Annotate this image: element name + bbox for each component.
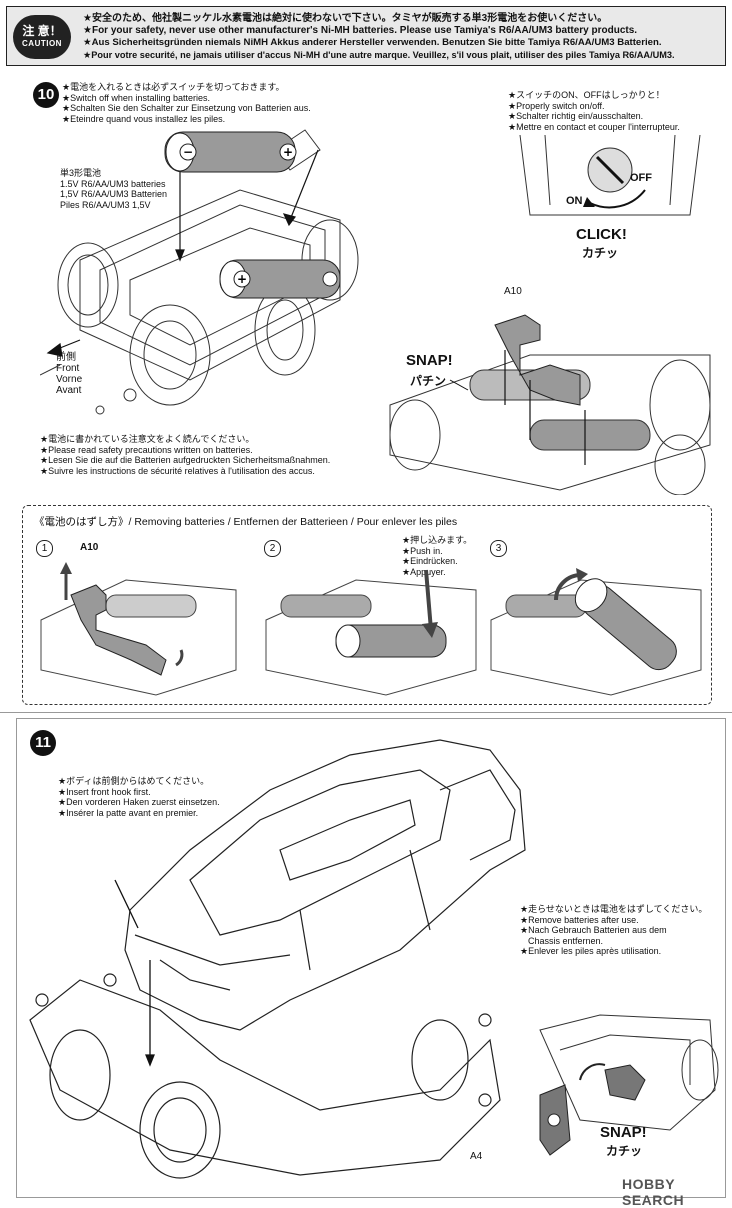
section-divider <box>0 712 732 713</box>
step11-snap-label: SNAP! <box>600 1124 647 1141</box>
switch-note: ★スイッチのON、OFFはしっかりと！ ★Properly switch on/… <box>508 90 680 132</box>
svg-text:+: + <box>283 145 293 159</box>
caution-line-de: ★Aus Sicherheitsgründen niemals NiMH Akk… <box>83 37 662 48</box>
push-note: ★押し込みます。 ★Push in. ★Eindrücken. ★Appuyer… <box>402 535 472 577</box>
removing-a10-label: A10 <box>80 542 99 553</box>
substep-1: 1 <box>36 540 53 557</box>
removing-steps-illustration <box>40 562 702 696</box>
battery-bottom: + <box>219 259 341 299</box>
caution-line-jp: ★安全のため、他社製ニッケル水素電池は絶対に使わないで下さい。タミヤが販売する単… <box>83 13 608 24</box>
caution-line-fr: ★Pour votre securité, ne jamais utiliser… <box>83 50 675 60</box>
remove-note: ★走らせないときは電池をはずしてください。 ★Remove batteries … <box>520 904 707 957</box>
click-label: CLICK! <box>576 226 627 243</box>
caution-badge-jp: 注 意！ <box>22 24 62 38</box>
chassis-battery-illustration: − + + <box>40 129 359 415</box>
switch-note-fr: ★Mettre en contact et couper l'interrupt… <box>508 121 680 132</box>
read-note: ★電池に書かれている注意文をよく読んでください。 ★Please read sa… <box>40 434 330 476</box>
switch-note-de: ★Schalter richtig ein/ausschalten. <box>508 111 644 121</box>
switch-note-jp: ★スイッチのON、OFFはしっかりと！ <box>508 90 665 100</box>
step11-snap-label-jp: カチッ <box>606 1144 643 1158</box>
remove-note-en: ★Remove batteries after use. <box>520 914 639 925</box>
body-note-jp: ★ボディは前側からはめてください。 <box>58 776 210 786</box>
snap-label: SNAP! <box>406 352 453 369</box>
front-label-fr: Avant <box>56 385 82 396</box>
read-note-fr: ★Suivre les instructions de sécurité rel… <box>40 465 315 476</box>
switch-illustration <box>519 135 701 216</box>
caution-line-en: ★For your safety, never use other manufa… <box>83 25 638 36</box>
body-note-de: ★Den vorderen Haken zuerst einsetzen. <box>58 797 220 807</box>
battery-label-en: 1.5V R6/AA/UM3 batteries <box>60 178 166 189</box>
watermark: HOBBY SEARCH <box>622 1176 685 1208</box>
front-label-de: Vorne <box>56 374 83 385</box>
push-note-de: ★Eindrücken. <box>402 556 458 566</box>
read-note-de: ★Lesen Sie die auf die Batterien aufgedr… <box>40 455 331 465</box>
step-10-instructions: ★電池を入れるときは必ずスイッチを切っておきます。 ★Switch off wh… <box>62 82 311 124</box>
push-note-en: ★Push in. <box>402 545 443 556</box>
a4-part-illustration <box>539 1014 719 1156</box>
body-note-fr: ★Insérer la patte avant en premier. <box>58 807 199 818</box>
front-label-en: Front <box>56 363 80 374</box>
remove-note-fr: ★Enlever les piles après utilisation. <box>520 946 662 956</box>
remove-note-de-cont: Chassis entfernen. <box>528 935 604 946</box>
step-10-instr-fr: ★Eteindre quand vous installez les piles… <box>62 113 226 124</box>
step-10-instr-de: ★Schalten Sie den Schalter zur Einsetzun… <box>62 103 311 113</box>
front-label-jp: 前側 <box>56 352 76 363</box>
caution-badge: 注 意！ CAUTION <box>13 15 71 59</box>
push-note-jp: ★押し込みます。 <box>402 535 473 545</box>
remove-note-de: ★Nach Gebrauch Batterien aus dem <box>520 925 667 935</box>
read-note-jp: ★電池に書かれている注意文をよく読んでください。 <box>40 434 255 444</box>
snap-label-jp: パチン <box>410 374 447 388</box>
on-label: ON <box>566 195 583 207</box>
battery-top: − + <box>164 131 297 173</box>
step-11-number: 11 <box>30 730 56 756</box>
body-note: ★ボディは前側からはめてください。 ★Insert front hook fir… <box>58 776 220 818</box>
step-10-instr-jp: ★電池を入れるときは必ずスイッチを切っておきます。 <box>62 82 285 92</box>
step-10-number: 10 <box>33 82 59 108</box>
caution-banner: 注 意！ CAUTION ★安全のため、他社製ニッケル水素電池は絶対に使わないで… <box>6 6 726 66</box>
a10-clip-illustration <box>389 314 711 495</box>
svg-text:+: + <box>237 272 247 286</box>
caution-badge-en: CAUTION <box>22 39 62 48</box>
svg-text:−: − <box>183 145 193 159</box>
battery-label-fr: Piles R6/AA/UM3 1,5V <box>60 199 151 210</box>
body-note-en: ★Insert front hook first. <box>58 786 151 797</box>
remove-note-jp: ★走らせないときは電池をはずしてください。 <box>520 904 708 914</box>
substep-2: 2 <box>264 540 281 557</box>
step-10-instr-en: ★Switch off when installing batteries. <box>62 92 210 103</box>
battery-label-de: 1,5V R6/AA/UM3 Batterien <box>60 189 168 199</box>
caution-text: ★安全のため、他社製ニッケル水素電池は絶対に使わないで下さい。タミヤが販売する単… <box>83 13 675 61</box>
removing-batteries-title: 《電池のはずし方》/ Removing batteries / Entferne… <box>34 516 458 528</box>
car-body-illustration <box>29 739 526 1179</box>
read-note-en: ★Please read safety precautions written … <box>40 444 253 455</box>
part-a4-label: A4 <box>470 1151 483 1162</box>
off-label: OFF <box>630 172 652 184</box>
substep-3: 3 <box>490 540 507 557</box>
front-label: 前側 Front Vorne Avant <box>56 352 82 396</box>
part-a10-label: A10 <box>504 286 522 297</box>
push-note-fr: ★Appuyer. <box>402 566 446 577</box>
battery-label: 単3形電池 1.5V R6/AA/UM3 batteries 1,5V R6/A… <box>60 168 167 210</box>
click-label-jp: カチッ <box>582 246 619 260</box>
battery-label-jp: 単3形電池 <box>60 168 102 178</box>
removing-batteries-panel <box>22 505 712 705</box>
step-11-panel <box>16 718 726 1198</box>
switch-note-en: ★Properly switch on/off. <box>508 100 605 111</box>
